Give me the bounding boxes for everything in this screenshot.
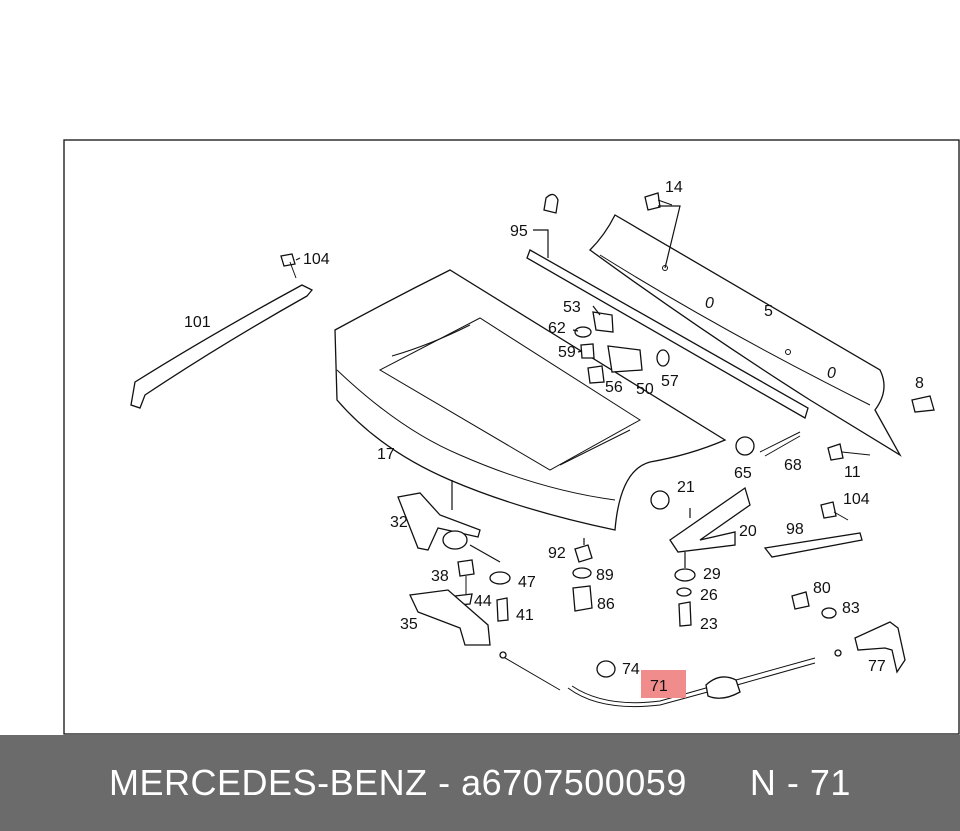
callout-57: 57	[661, 373, 679, 390]
callout-20: 20	[739, 523, 757, 540]
callout-26: 26	[700, 587, 718, 604]
callout-23: 23	[700, 616, 718, 633]
callout-98: 98	[786, 521, 804, 538]
callout-21: 21	[677, 479, 695, 496]
callout-50: 50	[636, 381, 654, 398]
callout-11: 11	[844, 464, 861, 481]
rubber-strip	[526, 249, 809, 419]
callout-65: 65	[734, 465, 752, 482]
callout-41: 41	[516, 607, 534, 624]
highlight-box	[641, 670, 686, 698]
ref-prefix: N	[749, 762, 777, 803]
callout-104: 104	[303, 251, 330, 268]
callout-77: 77	[868, 658, 886, 675]
release-cable	[499, 649, 842, 708]
ref-number: 71	[809, 762, 851, 803]
small-parts	[280, 192, 935, 678]
callout-44: 44	[474, 593, 492, 610]
callout-14: 14	[665, 179, 683, 196]
callout-62: 62	[548, 320, 566, 337]
callout-5: 5	[764, 303, 773, 320]
brand-separator: -	[438, 762, 451, 803]
callout-38: 38	[431, 568, 449, 585]
callout-101: 101	[184, 314, 211, 331]
callout-labels: 14 95 104 5 101 53 62 59 56 50 57 8 17 6…	[184, 179, 924, 695]
callout-83: 83	[842, 600, 860, 617]
callout-35: 35	[400, 616, 418, 633]
brand-name: MERCEDES-BENZ	[109, 762, 428, 803]
callout-53: 53	[563, 299, 581, 316]
svg-text:0: 0	[705, 295, 714, 312]
callout-8: 8	[915, 375, 924, 392]
callout-92: 92	[548, 545, 566, 562]
callout-104-lower: 104	[843, 491, 870, 508]
callout-71: 71	[650, 678, 668, 695]
callout-29: 29	[703, 566, 721, 583]
callout-89: 89	[596, 567, 614, 584]
callout-68: 68	[784, 457, 802, 474]
ref-separator: -	[786, 762, 800, 803]
footer-bar: MERCEDES-BENZ - a6707500059 N - 71	[0, 735, 960, 831]
callout-17: 17	[377, 446, 395, 463]
callout-86: 86	[597, 596, 615, 613]
callout-32: 32	[390, 514, 408, 531]
callout-74: 74	[622, 661, 640, 678]
leader-lines	[295, 205, 691, 568]
callout-47: 47	[518, 574, 536, 591]
callout-95: 95	[510, 223, 528, 240]
cowl-panel: 0 0	[589, 214, 902, 457]
hood-stay-bar	[130, 284, 314, 409]
callout-56: 56	[605, 379, 623, 396]
hood-panel	[334, 269, 727, 531]
footer-caption: MERCEDES-BENZ - a6707500059 N - 71	[0, 735, 960, 831]
callout-59: 59	[558, 344, 576, 361]
callout-80: 80	[813, 580, 831, 597]
svg-text:0: 0	[827, 365, 836, 382]
part-number: a6707500059	[461, 762, 687, 803]
